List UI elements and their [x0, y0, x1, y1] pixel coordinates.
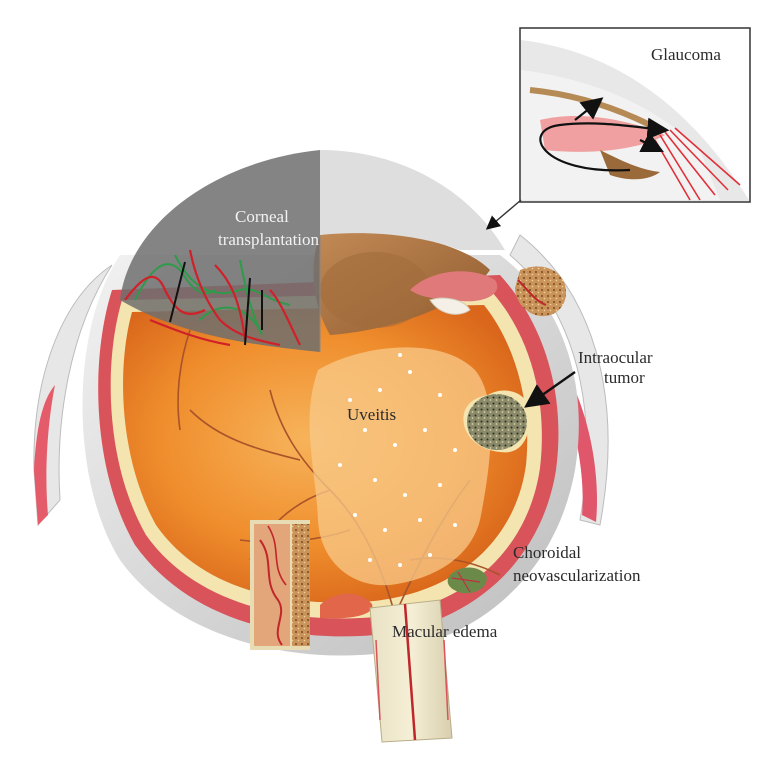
- glaucoma-inset: Glaucoma: [519, 27, 751, 203]
- label-uveitis: Uveitis: [347, 405, 396, 424]
- intraocular-tumor: [463, 390, 530, 453]
- label-intraocular-line2: tumor: [604, 368, 645, 387]
- inset-pointer-line: [485, 199, 522, 230]
- label-choroidal-line2: neovascularization: [513, 566, 641, 585]
- ciliary-body: [515, 266, 566, 317]
- lens: [313, 231, 490, 335]
- uveitis-region: [309, 347, 491, 586]
- label-macular-edema: Macular edema: [392, 622, 498, 641]
- iris-ciliary: [410, 271, 498, 315]
- tumor-pointer-arrow: [524, 371, 576, 408]
- choroidal-neovascularization: [447, 567, 487, 594]
- retina-cross-section: [250, 520, 310, 650]
- label-choroidal-line1: Choroidal: [513, 543, 581, 562]
- cornea: [120, 150, 505, 352]
- label-corneal-line1: Corneal: [235, 207, 289, 226]
- eyelid-left: [33, 264, 113, 527]
- label-glaucoma: Glaucoma: [651, 45, 721, 64]
- optic-nerve: [369, 599, 453, 743]
- macular-edema: [320, 593, 373, 619]
- label-corneal-line2: transplantation: [218, 230, 320, 249]
- label-intraocular-line1: Intraocular: [578, 348, 653, 367]
